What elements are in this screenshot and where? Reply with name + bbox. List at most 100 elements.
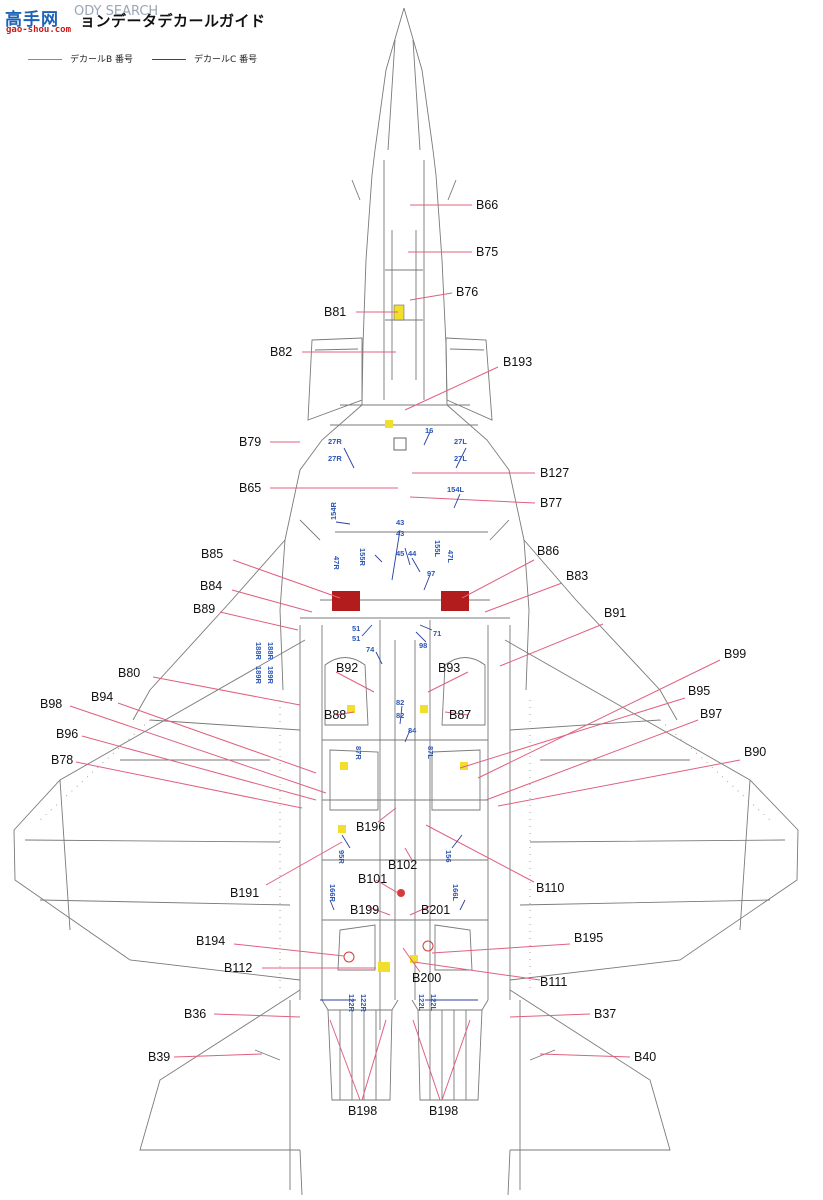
callout-label: B86 [537,544,559,558]
watermark-search-text: ODY SEARCH [74,4,159,19]
callout-label: B87 [449,708,471,722]
stencil-label: 16 [425,426,433,435]
callout-label: B198 [348,1104,377,1118]
stencil-label: 71 [433,629,441,638]
callout-label: B66 [476,198,498,212]
callout-label: B110 [536,881,564,895]
legend-swatch-b [28,59,62,60]
callout-label: B102 [388,858,417,872]
callout-label: B76 [456,285,478,299]
stencil-label: 27R [328,454,342,463]
stencil-label: 166L [451,884,460,902]
callout-label: B94 [91,690,113,704]
stencil-label: 122R [359,994,368,1013]
legend-label-c: デカールC 番号 [194,55,258,65]
callout-label: B84 [200,579,222,593]
callout-label: B80 [118,666,140,680]
stencil-label: 166R [328,884,337,903]
callout-label: B99 [724,647,746,661]
legend-item-b: デカールB 番号 [28,52,133,65]
callout-label: B85 [201,547,223,561]
decal-markings [332,304,469,972]
stencil-label: 122R [347,994,356,1013]
callout-label: B191 [230,886,259,900]
callout-label: B90 [744,745,766,759]
stencil-label: 188R [266,642,275,661]
watermark-logo: 高手网 ODY SEARCH gao-shou.com [2,2,162,38]
stencil-label: 87L [426,746,435,759]
callout-label: B83 [566,569,588,583]
stencil-label: 154L [447,485,465,494]
stencil-label: 84 [408,726,417,735]
stencil-label: 156 [444,850,453,863]
stencil-label: 155R [358,548,367,567]
stencil-label: 122L [429,994,438,1012]
callout-label: B194 [196,934,225,948]
legend-label-b: デカールB 番号 [70,55,134,65]
stencil-label: 27R [328,437,342,446]
callout-label: B195 [574,931,603,945]
callout-label: B40 [634,1050,656,1064]
stencil-label: 45 [396,549,404,558]
stencil-label: 82 [396,698,404,707]
callout-label: B199 [350,903,379,917]
callout-label: B82 [270,345,292,359]
stencil-label: 47L [446,550,455,563]
callout-label: B198 [429,1104,458,1118]
callout-label: B93 [438,661,460,675]
stencil-label: 97 [427,569,435,578]
legend-item-c: デカールC 番号 [152,52,257,65]
callout-label: B81 [324,305,346,319]
callout-label: B127 [540,466,569,480]
callout-label: B79 [239,435,261,449]
callout-label: B78 [51,753,73,767]
callout-label: B95 [688,684,710,698]
callout-label: B36 [184,1007,206,1021]
stencil-label: 189R [266,666,275,685]
stencil-label: 87R [354,746,363,760]
watermark-text: 高手网 [5,10,59,30]
stencil-label: 122L [417,994,426,1012]
callout-label: B77 [540,496,562,510]
stencil-label: 27L [454,454,467,463]
c-stencil-labels: 27R 27R 16 27L 27L 154L 154R 43 43 155R … [254,426,467,1013]
stencil-label: 27L [454,437,467,446]
stencil-label: 154R [329,501,338,520]
callout-label: B89 [193,602,215,616]
stencil-label: 44 [408,549,417,558]
page-title: ョンデータデカールガイド [80,12,266,30]
legend-swatch-c [152,59,186,60]
stencil-label: 74 [366,645,375,654]
stencil-label: 47R [332,556,341,570]
callout-label: B96 [56,727,78,741]
stencil-label: 43 [396,529,404,538]
stencil-label: 188R [254,642,263,661]
callout-label: B101 [358,872,387,886]
aircraft-outline [13,7,799,1196]
callout-label: B65 [239,481,261,495]
stencil-label: 95R [337,850,346,864]
b-leader-lines [69,204,741,1101]
stencil-label: 189R [254,666,263,685]
stencil-label: 98 [419,641,427,650]
callout-label: B200 [412,971,441,985]
stencil-label: 51 [352,634,360,643]
callout-label: B193 [503,355,532,369]
callout-label: B92 [336,661,358,675]
callout-label: B111 [540,975,567,989]
callout-label: B37 [594,1007,616,1021]
callout-label: B201 [421,903,450,917]
callout-label: B98 [40,697,62,711]
c-leader-lines [320,431,478,1001]
callout-label: B97 [700,707,722,721]
callout-label: B39 [148,1050,170,1064]
stencil-label: 155L [433,540,442,558]
b-callout-labels: B66 B75 B76 B81 B82 B193 B79 B127 B65 B7… [40,198,766,1118]
callout-label: B112 [224,961,252,975]
callout-label: B88 [324,708,346,722]
callout-label: B196 [356,820,385,834]
callout-label: B75 [476,245,498,259]
watermark-url: gao-shou.com [6,25,72,35]
callout-label: B91 [604,606,626,620]
